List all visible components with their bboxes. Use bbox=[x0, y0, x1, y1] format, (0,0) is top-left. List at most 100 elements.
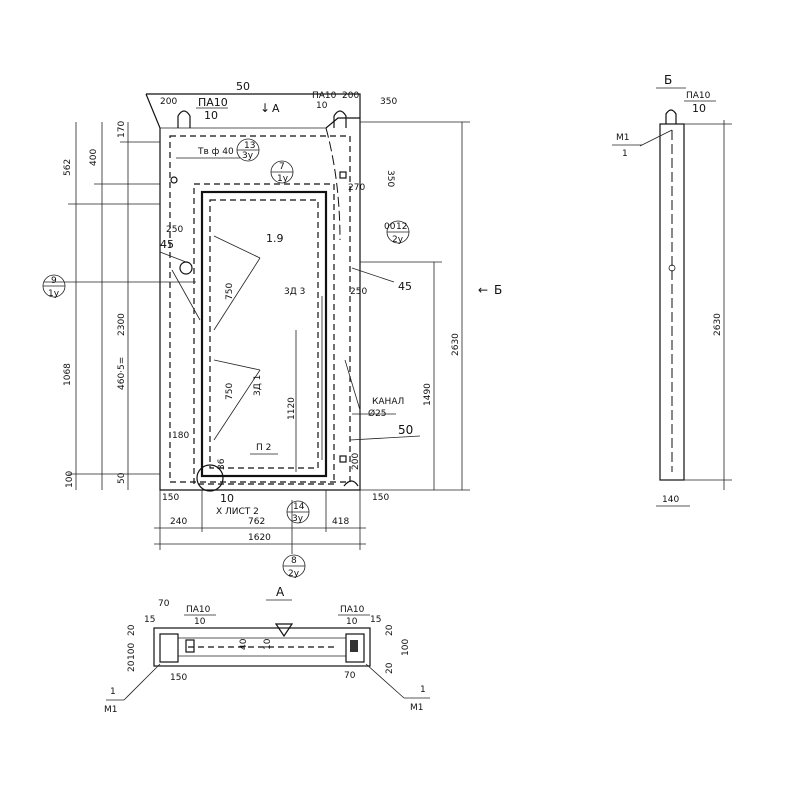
window-opening bbox=[200, 190, 328, 478]
loop-right-mark: ПА10 bbox=[312, 91, 337, 101]
node-14-top: 14 bbox=[293, 502, 305, 512]
rebar-line-1 bbox=[213, 235, 261, 259]
dim-1620: 1620 bbox=[248, 533, 271, 543]
embed-square-bottom bbox=[339, 455, 347, 463]
plan-dim-20-right2: 20 bbox=[385, 662, 395, 674]
rebar-diag-left bbox=[171, 269, 201, 321]
embed-square-top bbox=[339, 171, 347, 179]
dim-45-right: 45 bbox=[398, 280, 412, 293]
inner-curve bbox=[325, 127, 341, 241]
plan-cut-right-num: 1 bbox=[420, 685, 426, 695]
plan-loop-right-qty: 10 bbox=[346, 617, 358, 627]
canal-label: КАНАЛ bbox=[372, 397, 404, 407]
right-side-dim-270: 270 bbox=[348, 183, 365, 193]
loop-left-offset: 200 bbox=[160, 97, 177, 107]
side-panel-outline bbox=[659, 123, 685, 481]
dim-200-right: 200 bbox=[351, 453, 361, 470]
plan-view-title: A bbox=[276, 585, 285, 599]
node-12-bottom: 2у bbox=[392, 235, 404, 245]
lift-loop-left bbox=[177, 110, 191, 128]
plan-embed-right bbox=[350, 640, 358, 652]
dim-750-lower: 750 bbox=[225, 383, 235, 400]
side-view-title: Б bbox=[664, 73, 672, 87]
node-9-top: 9 bbox=[51, 276, 57, 286]
dim-1490: 1490 bbox=[423, 383, 433, 406]
left-dim-100: 100 bbox=[65, 471, 75, 488]
dim-45-left: 45 bbox=[160, 238, 174, 251]
dim-240: 240 bbox=[170, 517, 187, 527]
opening-inner-dashed bbox=[209, 199, 319, 469]
node-13-bottom: 3у bbox=[242, 151, 254, 161]
plan-inner-dim: 10 bbox=[263, 638, 273, 650]
front-view: 50 200 ПА10 10 ↓ A ПА10 10 200 350 562 4… bbox=[42, 80, 502, 579]
lift-loop-right bbox=[333, 110, 347, 128]
plan-dim-15-right: 15 bbox=[370, 615, 381, 625]
dim-762: 762 bbox=[248, 517, 265, 527]
corner-arc bbox=[343, 480, 359, 487]
plan-loop-left-qty: 10 bbox=[194, 617, 206, 627]
node-detail-circle bbox=[196, 464, 224, 492]
section-arrow-a-mark: ↓ bbox=[260, 101, 270, 115]
dim-150-left: 150 bbox=[162, 493, 179, 503]
side-width-dim: 140 bbox=[662, 495, 679, 505]
rebar-zd3-label: 3Д 3 bbox=[284, 287, 305, 297]
node-8-bottom: 2у bbox=[288, 569, 300, 579]
section-b-arrow-mark: ← bbox=[478, 283, 488, 297]
node-12-top: 12 bbox=[396, 222, 407, 232]
opening-outer-dashed bbox=[193, 183, 335, 485]
right-side-dim-350: 350 bbox=[385, 170, 395, 187]
left-dim-460x5: 460·5= bbox=[117, 357, 127, 390]
plan-outline bbox=[153, 627, 371, 667]
plan-cut-left-num: 1 bbox=[110, 687, 116, 697]
loop-left-mark: ПА10 bbox=[198, 96, 228, 109]
canal-diam: Ø25 bbox=[368, 408, 387, 419]
dim-2630: 2630 bbox=[451, 333, 461, 356]
plan-loop-right-mark: ПА10 bbox=[340, 605, 365, 615]
m1-leader bbox=[639, 129, 673, 147]
opening-label: 1.9 bbox=[266, 232, 284, 245]
dim-418: 418 bbox=[332, 517, 349, 527]
plan-dim-20-left: 20 bbox=[127, 624, 137, 636]
embed-circle-left bbox=[179, 261, 193, 275]
loop-left-qty: 10 bbox=[204, 109, 218, 122]
side-loop bbox=[665, 109, 677, 124]
dim-180: 180 bbox=[172, 431, 189, 441]
left-dim-50: 50 bbox=[117, 472, 127, 484]
rebar-line-3 bbox=[213, 359, 261, 371]
plan-triangle-marker bbox=[274, 623, 294, 638]
dim-50-right: 50 bbox=[398, 423, 413, 437]
plan-dim-100-left: 100 bbox=[127, 643, 137, 660]
dim-36: 36 bbox=[217, 458, 227, 470]
dim-250-right: 250 bbox=[350, 287, 367, 297]
side-loop-mark: ПА10 bbox=[686, 91, 711, 101]
plan-dim-20-right: 20 bbox=[385, 624, 395, 636]
plan-dim-70-right: 70 bbox=[344, 671, 356, 681]
dim-1120: 1120 bbox=[287, 397, 297, 420]
node-10-label: 10 bbox=[220, 492, 234, 505]
right-top-dim: 350 bbox=[380, 97, 397, 107]
left-dim-562: 562 bbox=[63, 159, 73, 176]
section-b-arrow: Б bbox=[494, 283, 502, 297]
rebar-zd1-label: 3Д 1 bbox=[253, 375, 263, 396]
dim-150-right: 150 bbox=[372, 493, 389, 503]
node-14-bottom: 3у bbox=[292, 514, 304, 524]
side-view: Б ПА10 10 М1 1 2630 140 bbox=[612, 73, 732, 507]
plan-view: A 70 15 20 100 20 150 ПА10 10 ПА10 10 15… bbox=[104, 585, 430, 715]
dim-45-right-leader bbox=[351, 267, 395, 283]
plan-dim-15-left: 15 bbox=[144, 615, 155, 625]
sheet-ref: Х ЛИСТ 2 bbox=[216, 507, 259, 517]
plan-cut-right-leader bbox=[365, 663, 405, 699]
rebar-line-4 bbox=[213, 369, 261, 441]
plan-cut-right-mark: М1 bbox=[410, 703, 424, 713]
plan-cut-left-leader bbox=[123, 663, 161, 701]
left-dim-1068: 1068 bbox=[63, 363, 73, 386]
node-13-top: 13 bbox=[244, 141, 255, 151]
plan-embed-left bbox=[185, 639, 195, 653]
plan-loop-left-mark: ПА10 bbox=[186, 605, 211, 615]
left-dim-170: 170 bbox=[117, 121, 127, 138]
loop-right-offset: 200 bbox=[342, 91, 359, 101]
plan-dim-100-right: 100 bbox=[401, 639, 411, 656]
plan-center-dim: 40 bbox=[239, 638, 249, 650]
